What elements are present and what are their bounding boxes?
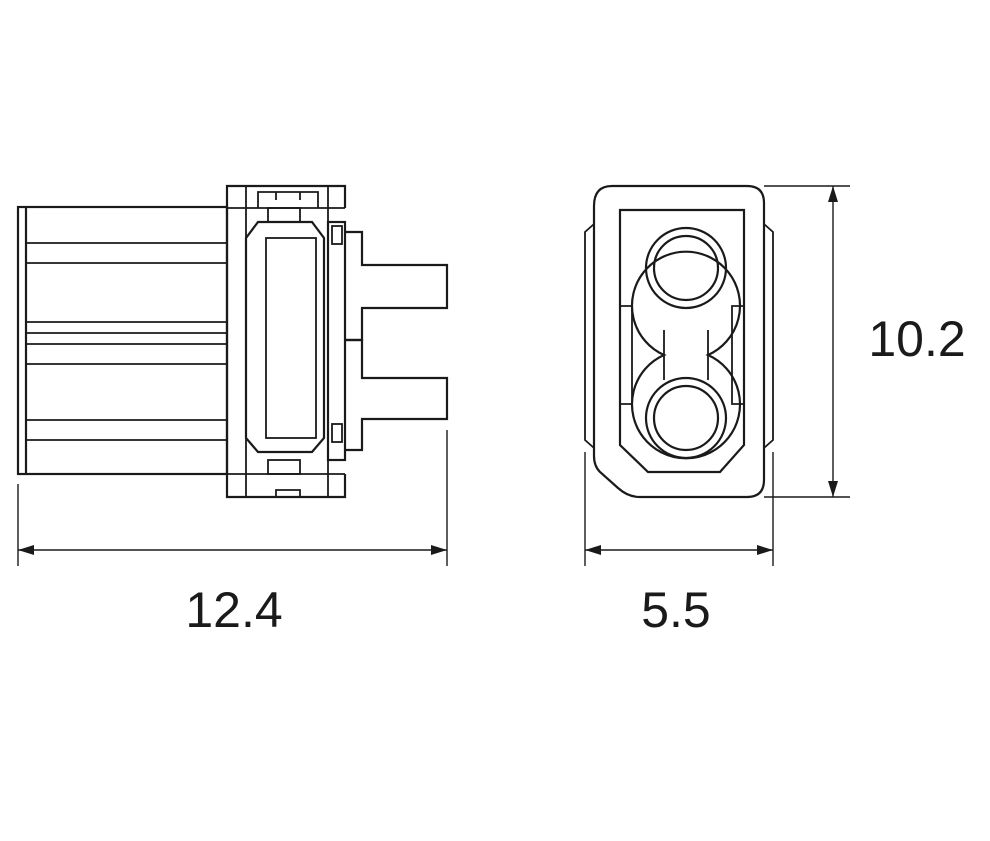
height-dimension xyxy=(764,185,850,498)
contact-hole-top xyxy=(644,226,728,310)
contact-hole-bottom xyxy=(644,376,728,460)
side-view-pins xyxy=(345,230,449,452)
arrow-left-icon xyxy=(585,545,601,555)
width-dimension-label: 5.5 xyxy=(641,582,711,638)
front-view-shell xyxy=(592,184,766,499)
length-dimension xyxy=(17,430,448,566)
arrow-left-icon xyxy=(18,545,34,555)
arrow-right-icon xyxy=(431,545,447,555)
side-view xyxy=(16,184,449,566)
width-dimension xyxy=(584,452,774,566)
front-view-partition xyxy=(620,305,744,405)
front-view xyxy=(584,184,850,566)
arrow-down-icon xyxy=(828,481,838,497)
arrow-right-icon xyxy=(757,545,773,555)
height-dimension-label: 10.2 xyxy=(868,311,965,367)
front-view-cavity xyxy=(618,208,746,474)
side-view-body xyxy=(16,205,229,476)
side-view-housing xyxy=(225,184,347,499)
arrow-up-icon xyxy=(828,186,838,202)
front-view-rails xyxy=(584,223,774,449)
length-dimension-label: 12.4 xyxy=(185,582,282,638)
